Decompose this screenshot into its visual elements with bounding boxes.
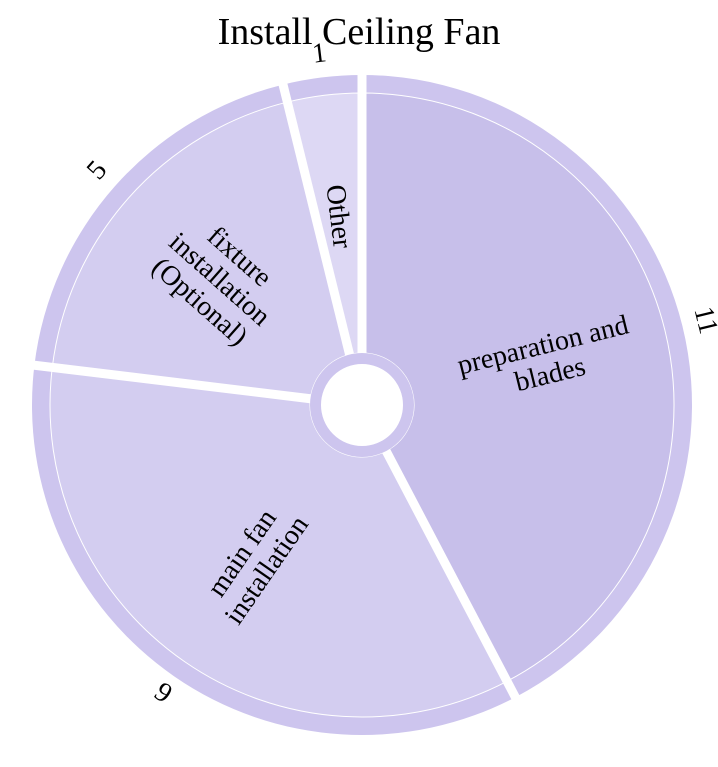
ring-segment <box>283 75 362 103</box>
ring-segment <box>32 365 516 735</box>
slice-separator <box>382 448 521 702</box>
slice-layer <box>49 92 675 718</box>
center-hub-outline <box>321 364 403 446</box>
slice-value-label: 1 <box>311 37 329 69</box>
slice-separator <box>278 81 354 356</box>
pie-slice[interactable] <box>49 366 508 718</box>
separator-layer <box>31 73 521 702</box>
slice-value-label: 5 <box>81 155 113 186</box>
slice-value-label: 11 <box>688 303 718 337</box>
chart-title: Install Ceiling Fan <box>217 11 501 53</box>
slice-value-label: 9 <box>149 676 178 709</box>
slice-label: Other <box>319 183 358 251</box>
ring-segment <box>34 84 288 368</box>
slice-separator <box>31 360 311 404</box>
outer-ring-layer <box>32 75 693 735</box>
